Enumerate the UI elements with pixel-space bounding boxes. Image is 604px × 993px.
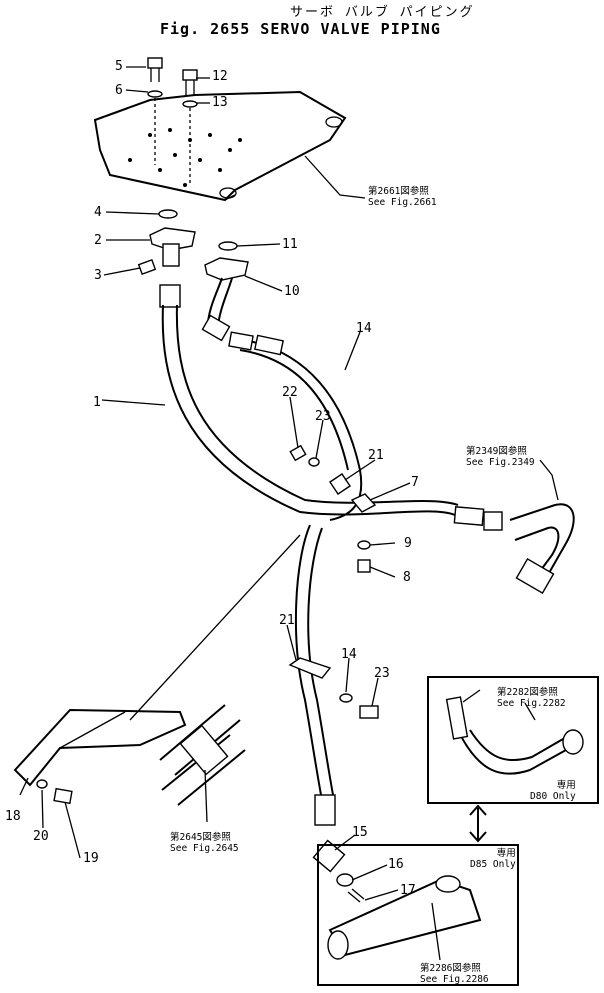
clamp-7 xyxy=(350,493,377,513)
figure-title: Fig. 2655 SERVO VALVE PIPING xyxy=(160,20,441,38)
callout-22-upper: 22 xyxy=(282,385,298,400)
callout-23-lower: 14 xyxy=(341,647,357,662)
flange-10 xyxy=(204,257,249,281)
callout-6: 6 xyxy=(115,83,123,98)
o-ring-11 xyxy=(218,241,238,251)
callout-23-upper: 23 xyxy=(315,409,331,424)
callout-21-upper: 21 xyxy=(368,448,384,463)
washer-13 xyxy=(182,100,198,108)
callout-7: 7 xyxy=(411,475,419,490)
double-arrow xyxy=(469,804,487,843)
plug-3 xyxy=(137,259,157,275)
bolt-22-upper xyxy=(289,444,307,462)
callout-14: 14 xyxy=(356,321,372,336)
callout-5: 5 xyxy=(115,59,123,74)
washer-6 xyxy=(147,90,163,98)
callout-4: 4 xyxy=(94,205,102,220)
callout-3: 3 xyxy=(94,268,102,283)
inset-d85 xyxy=(317,844,519,986)
bracket-18 xyxy=(13,708,187,787)
bolt-19 xyxy=(53,787,73,805)
title-japanese: サーボ バルブ パイピング xyxy=(290,5,475,20)
nut-16 xyxy=(336,873,354,887)
clamp-21-upper xyxy=(329,473,351,495)
bolt-5 xyxy=(147,57,163,165)
o-ring-4 xyxy=(158,209,178,219)
clamp-21-lower xyxy=(288,657,332,679)
callout-19: 19 xyxy=(83,851,99,866)
callout-9: 9 xyxy=(404,536,412,551)
bolt-22-lower xyxy=(359,705,379,719)
callout-2: 2 xyxy=(94,233,102,248)
washer-9 xyxy=(357,540,371,550)
callout-22-lower: 23 xyxy=(374,666,390,681)
callout-18: 18 xyxy=(5,809,21,824)
callout-20: 20 xyxy=(33,829,49,844)
flange-2 xyxy=(149,227,196,267)
callout-15: 15 xyxy=(352,825,368,840)
o-ring-17 xyxy=(347,888,365,903)
callout-13: 13 xyxy=(212,95,228,110)
callout-21-lower: 21 xyxy=(279,613,295,628)
callout-10: 10 xyxy=(284,284,300,299)
inset-d80 xyxy=(427,676,599,804)
callout-17: 17 xyxy=(400,883,416,898)
mounting-plate xyxy=(93,90,347,202)
washer-23-upper xyxy=(308,457,320,467)
bolt-12 xyxy=(182,69,198,185)
callout-1: 1 xyxy=(93,395,101,410)
washer-20 xyxy=(36,779,48,789)
callout-16: 16 xyxy=(388,857,404,872)
washer-23-lower xyxy=(339,693,353,703)
callout-8: 8 xyxy=(403,570,411,585)
callout-11: 11 xyxy=(282,237,298,252)
callout-12: 12 xyxy=(212,69,228,84)
bolt-8 xyxy=(357,559,371,573)
